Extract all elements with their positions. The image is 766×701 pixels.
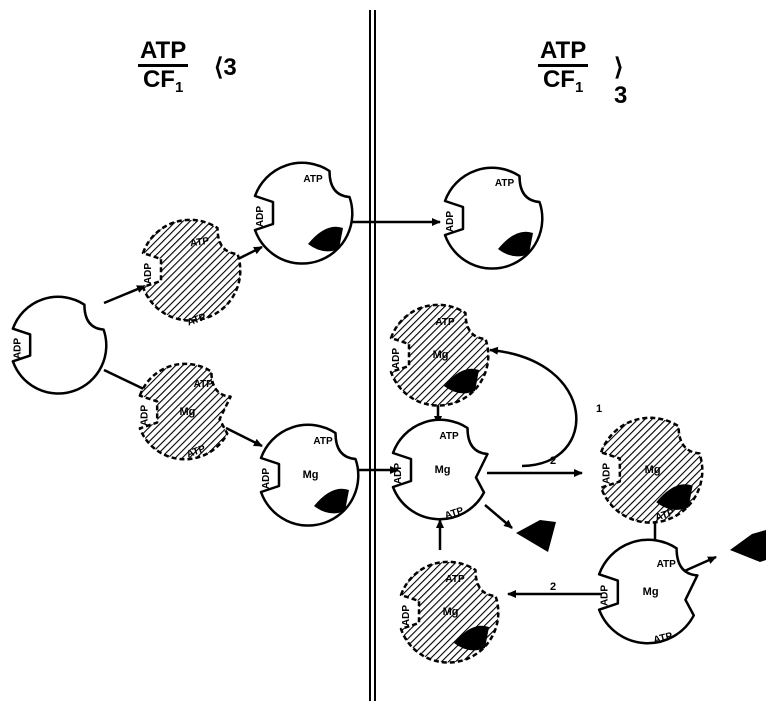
released-atp-fragment — [730, 530, 766, 562]
bound-atp-wedge — [444, 368, 479, 394]
atp-label: ATP — [303, 174, 323, 185]
adp-label: ADP — [393, 463, 404, 484]
bound-atp-wedge — [314, 488, 349, 514]
atp-label: ATP — [439, 431, 459, 442]
mg-label: Mg — [435, 464, 451, 476]
path-label-2: 2 — [550, 581, 556, 593]
atp-label: ATP — [652, 631, 674, 646]
mg-label: Mg — [643, 586, 659, 598]
adp-label: ADP — [599, 585, 610, 606]
atp-label: ATP — [657, 559, 677, 570]
arrow — [489, 346, 578, 468]
atp-label: ATP — [194, 379, 214, 390]
mg-label: Mg — [433, 349, 449, 361]
header-left-denominator: CF1 — [142, 66, 184, 97]
header-right-denominator: CF1 — [542, 66, 584, 97]
adp-label: ADP — [401, 605, 412, 626]
header-right-relation: ⟩3 — [614, 54, 628, 109]
bound-atp-wedge — [308, 226, 343, 252]
atp-label: ATP — [189, 236, 210, 250]
adp-label: ADP — [140, 405, 151, 426]
adp-label: ADP — [391, 348, 402, 369]
cf1-molecule: ADP Mg ATP — [389, 303, 490, 407]
header-left: ATP CF1 ⟨3 — [138, 38, 237, 101]
arrow — [103, 284, 146, 305]
cf1-molecule: ADP Mg ATP — [399, 560, 500, 664]
arrow — [484, 504, 513, 529]
mg-label: Mg — [645, 464, 661, 476]
adp-label: ADP — [143, 263, 154, 284]
mg-label: Mg — [303, 469, 319, 481]
cf1-molecule: ADP Mg ATP — [259, 423, 360, 527]
atp-label: ATP — [435, 317, 455, 328]
atp-label: ATP — [445, 574, 465, 585]
arrow — [103, 368, 151, 394]
cf1-molecule: ADP ATP — [253, 161, 354, 265]
cf1-molecule: ADP — [11, 295, 108, 395]
adp-label: ADP — [261, 468, 272, 489]
bound-atp-wedge — [656, 484, 693, 510]
arrow — [225, 426, 263, 448]
mg-label: Mg — [179, 406, 195, 418]
adp-label: ADP — [13, 338, 24, 359]
mg-label: Mg — [443, 606, 459, 618]
atp-label: ATP — [313, 436, 333, 447]
cf1-molecule: ADP ATP — [443, 166, 544, 270]
header-right-numerator: ATP — [538, 38, 589, 67]
adp-label: ADP — [601, 463, 612, 484]
header-right: ATP CF1 ⟩3 — [538, 38, 627, 109]
bound-atp-wedge — [498, 231, 533, 257]
path-label-2: 2 — [550, 455, 556, 467]
adp-label: ADP — [445, 211, 456, 232]
header-left-numerator: ATP — [138, 38, 189, 67]
atp-label: ATP — [495, 178, 515, 189]
bound-atp-wedge — [454, 625, 489, 651]
header-left-relation: ⟨3 — [214, 54, 237, 81]
arrows — [103, 218, 717, 598]
adp-label: ADP — [255, 206, 266, 227]
path-label-1: 1 — [596, 403, 602, 415]
released-atp-fragment — [516, 520, 556, 552]
